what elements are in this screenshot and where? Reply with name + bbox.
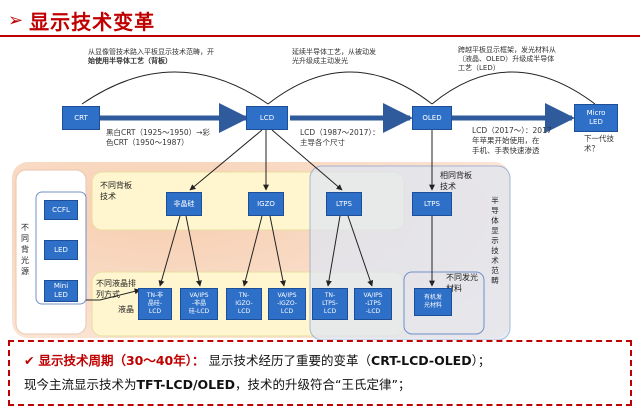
node-tn-asi-lcd: TN-非晶硅-LCD: [138, 288, 172, 320]
period-label: 显示技术周期（30～40年）：: [38, 353, 205, 368]
node-mini-led: Mini LED: [44, 280, 78, 302]
arrow-bullet-icon: ➢: [8, 9, 24, 31]
period-text: 显示技术经历了重要的变革（: [208, 353, 372, 368]
period-sequence: CRT-LCD-OLED: [371, 353, 472, 368]
arrow-lcd-asi: [189, 129, 263, 191]
arc-crt-lcd: [81, 71, 269, 105]
summary-line-1: ✔ 显示技术周期（30～40年）： 显示技术经历了重要的变革（CRT-LCD-O…: [24, 352, 490, 370]
label-liquid-crystal: 液晶: [118, 305, 134, 314]
region-left-outline: [35, 191, 87, 305]
note-oled-to-micro: 跨越平板显示框架，发光材料从 （液晶、OLED）升级成半导体 工艺（LED）: [458, 46, 556, 72]
header-divider: [0, 35, 640, 37]
check-icon: ✔: [24, 353, 35, 368]
label-different-backlight: 不 同 背 光 源: [21, 223, 29, 276]
note-lcd-to-oled: 延续半导体工艺，从被动发 光升级成主动发光: [292, 48, 376, 65]
arc-lcd-oled: [267, 71, 433, 105]
node-igzo: IGZO: [248, 192, 284, 216]
arc-oled-micro: [431, 71, 596, 105]
note-lcd-history: LCD（1987～2017）： 主导各个尺寸: [300, 128, 380, 147]
node-organic-material: 有机发光材料: [414, 288, 452, 316]
label-same-backplane: 相同背板 技术: [440, 171, 472, 191]
node-ltps: LTPS: [326, 192, 362, 216]
period-end: ）；: [471, 353, 491, 368]
label-backplane-tech: 不同背板 技术: [100, 181, 132, 201]
node-tn-igzo-lcd: TN-IGZO-LCD: [226, 288, 262, 320]
summary-line-2: 现今主流显示技术为TFT-LCD/OLED，技术的升级符合“王氏定律”；: [24, 377, 411, 392]
note-micro-next: 下一代技 术？: [584, 134, 614, 153]
node-amorphous-silicon: 非晶硅: [166, 192, 202, 216]
node-micro-led: Micro LED: [574, 104, 618, 132]
summary-box: ✔ 显示技术周期（30～40年）： 显示技术经历了重要的变革（CRT-LCD-O…: [8, 340, 632, 406]
arrow-lcd-ltps: [271, 129, 343, 191]
mainstream-tech: TFT-LCD/OLED: [136, 377, 236, 392]
note-oled-history: LCD（2017～）：2017 年苹果开始使用，在 手机、手表快速渗透: [472, 126, 552, 155]
node-ccfl: CCFL: [44, 200, 78, 220]
node-crt: CRT: [62, 106, 100, 130]
node-oled: OLED: [412, 106, 452, 130]
node-vaips-igzo-lcd: VA/IPS-IGZO-LCD: [268, 288, 306, 320]
node-vaips-asi-lcd: VA/IPS-非晶硅-LCD: [180, 288, 218, 320]
node-led: LED: [44, 240, 78, 260]
node-vaips-ltps-lcd: VA/IPS-LTPS-LCD: [354, 288, 392, 320]
node-ltps-oled: LTPS: [412, 192, 452, 216]
node-tn-ltps-lcd: TN-LTPS-LCD: [312, 288, 348, 320]
region-right-outline: [403, 271, 485, 335]
label-lc-arrangement: 不同液晶排 列方式: [96, 279, 136, 299]
note-crt-history: 黑白CRT（1925～1950）→彩 色CRT（1950～1987）: [106, 128, 210, 147]
page-title: 显示技术变革: [29, 9, 156, 34]
label-semiconductor-domain: 半 导 体 显 示 技 术 范 畴: [491, 196, 499, 285]
note-crt-to-lcd: 从显像管技术路入平板显示技术范畴，开 始使用半导体工艺（背板）: [88, 48, 214, 65]
page-header: ➢ 显示技术变革: [8, 6, 155, 34]
node-lcd: LCD: [246, 106, 288, 130]
label-emitting-material: 不同发光 材料: [446, 273, 478, 293]
